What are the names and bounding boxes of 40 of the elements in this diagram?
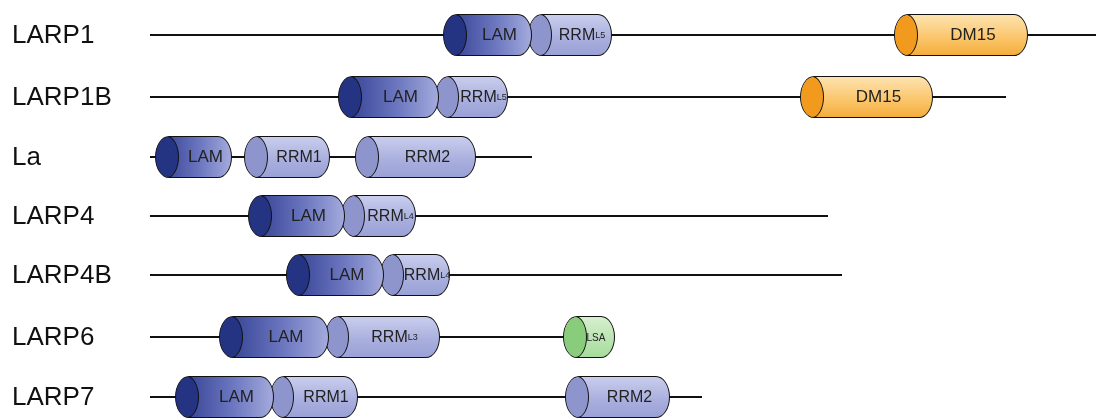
domain-label: DM15 (854, 86, 903, 108)
domain-label: LAM (218, 386, 255, 408)
domain-cylinder (528, 14, 612, 56)
protein-name: LARP1B (12, 81, 112, 111)
domain-label: RRM2 (403, 147, 452, 167)
domain-label: LAM (290, 205, 327, 227)
domain-cylinder (563, 316, 615, 358)
domain-cylinder (325, 316, 440, 358)
domain-cylinder (565, 376, 670, 418)
domain-label: RRM1 (275, 147, 323, 167)
protein-name: La (12, 141, 41, 171)
domain-cylinder (338, 76, 439, 118)
domain-cylinder (341, 195, 416, 237)
protein-name: LARP7 (12, 381, 95, 411)
domain-cylinder (270, 376, 358, 418)
domain-label: RRM1 (302, 387, 350, 407)
domain-label: LAM (382, 86, 419, 108)
domain-cylinder (244, 136, 330, 178)
domain-cylinder (248, 195, 345, 237)
protein-name: LARP6 (12, 321, 95, 351)
domain-cylinder (894, 14, 1028, 56)
domain-label: RRM2 (605, 387, 654, 407)
domain-cylinder (155, 136, 232, 178)
domain-label: DM15 (949, 24, 997, 46)
domain-cylinder (286, 254, 384, 296)
protein-name: LARP1 (12, 19, 95, 49)
domain-label: LAM (481, 24, 518, 46)
protein-name: LARP4 (12, 200, 95, 230)
protein-name: LARP4B (12, 259, 112, 289)
domain-cylinder (800, 76, 933, 118)
domain-cylinder (435, 76, 508, 118)
domain-cylinder (443, 14, 532, 56)
domain-label: LSA (585, 330, 607, 345)
domain-label: LAM (267, 326, 305, 348)
domain-cylinder (380, 254, 450, 296)
domain-label: LAM (328, 264, 366, 286)
domain-label: LAM (187, 146, 224, 168)
domain-cylinder (355, 136, 476, 178)
domain-cylinder (219, 316, 329, 358)
domain-cylinder (175, 376, 274, 418)
